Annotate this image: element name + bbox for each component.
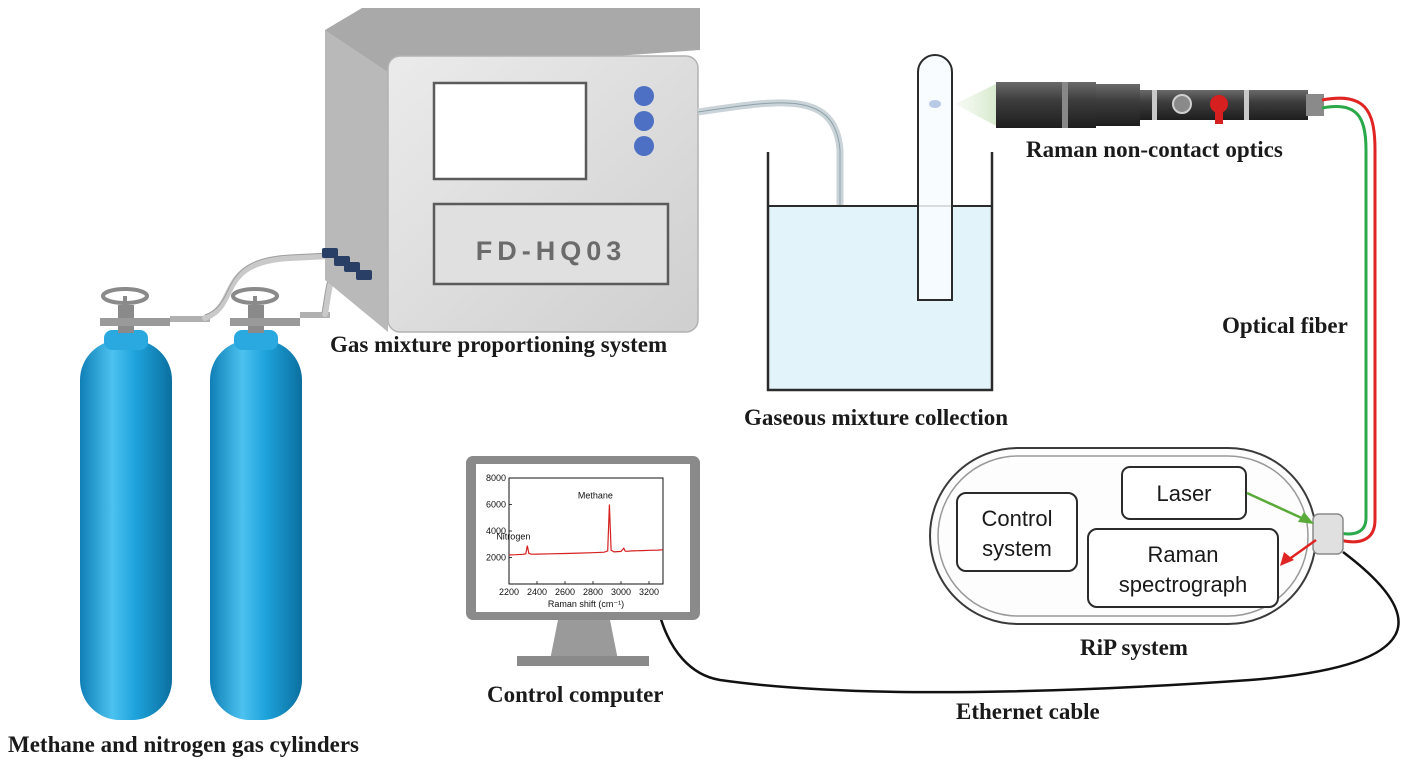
laser-arrow xyxy=(1246,491,1307,522)
rip-system-unit: Control system Laser Raman spectrograph xyxy=(929,447,1344,625)
chart-x-axis-label: Raman shift (cm⁻¹) xyxy=(548,599,624,609)
chart-ticks: 2200 2400 2600 2800 3000 3200 2000 4000 6000 8000 xyxy=(486,473,659,597)
x-tick-label: 3000 xyxy=(611,587,631,597)
x-tick-label: 3200 xyxy=(639,587,659,597)
raman-spectrograph-label: spectrograph xyxy=(1119,572,1247,597)
x-tick-label: 2200 xyxy=(499,587,519,597)
control-knob[interactable] xyxy=(634,111,654,131)
y-tick-label: 4000 xyxy=(486,526,506,536)
proportioning-label: Gas mixture proportioning system xyxy=(330,332,667,357)
gas-inlet-ports xyxy=(322,248,372,280)
y-tick-label: 8000 xyxy=(486,473,506,483)
laser-label: Laser xyxy=(1156,481,1211,506)
optics-label: Raman non-contact optics xyxy=(1026,137,1283,162)
collection-beaker xyxy=(766,54,994,392)
y-tick-label: 6000 xyxy=(486,500,506,510)
chart-annotations: Nitrogen Methane xyxy=(496,491,613,542)
gas-cylinder-icon xyxy=(210,305,330,720)
ethernet-label: Ethernet cable xyxy=(956,699,1100,724)
raman-spectrograph-label: Raman xyxy=(1148,542,1219,567)
chart-series-line xyxy=(508,504,664,556)
spectrograph-arrow xyxy=(1287,538,1317,562)
gas-cylinder-icon xyxy=(80,305,210,720)
cylinders-label: Methane and nitrogen gas cylinders xyxy=(8,732,359,757)
control-system-label: Control xyxy=(982,506,1053,531)
control-knob[interactable] xyxy=(634,86,654,106)
valve-wheel-icon xyxy=(231,287,279,310)
probe-icon xyxy=(955,82,1324,128)
valve-wheel-icon xyxy=(101,287,149,310)
raman-spectrum-chart: 2200 2400 2600 2800 3000 3200 2000 4000 6000 8000… xyxy=(486,473,664,609)
y-tick-label: 2000 xyxy=(486,553,506,563)
control-system-label: system xyxy=(982,536,1052,561)
gas-proportioning-device: FD-HQ03 xyxy=(322,8,700,333)
chart-plot-frame xyxy=(508,477,664,585)
ethernet-cable xyxy=(658,551,1400,694)
x-tick-label: 2600 xyxy=(555,587,575,597)
x-tick-label: 2800 xyxy=(583,587,603,597)
chart-annotation: Methane xyxy=(578,491,613,501)
control-knob[interactable] xyxy=(634,136,654,156)
chart-annotation: Nitrogen xyxy=(496,532,530,542)
computer-label: Control computer xyxy=(487,682,664,707)
collection-label: Gaseous mixture collection xyxy=(744,405,1008,430)
device-model-label: FD-HQ03 xyxy=(476,236,627,266)
optical-fiber xyxy=(1321,96,1377,544)
rip-label: RiP system xyxy=(1080,635,1188,660)
fiber-label: Optical fiber xyxy=(1222,313,1348,338)
x-tick-label: 2400 xyxy=(527,587,547,597)
gas-tubes xyxy=(202,253,348,321)
